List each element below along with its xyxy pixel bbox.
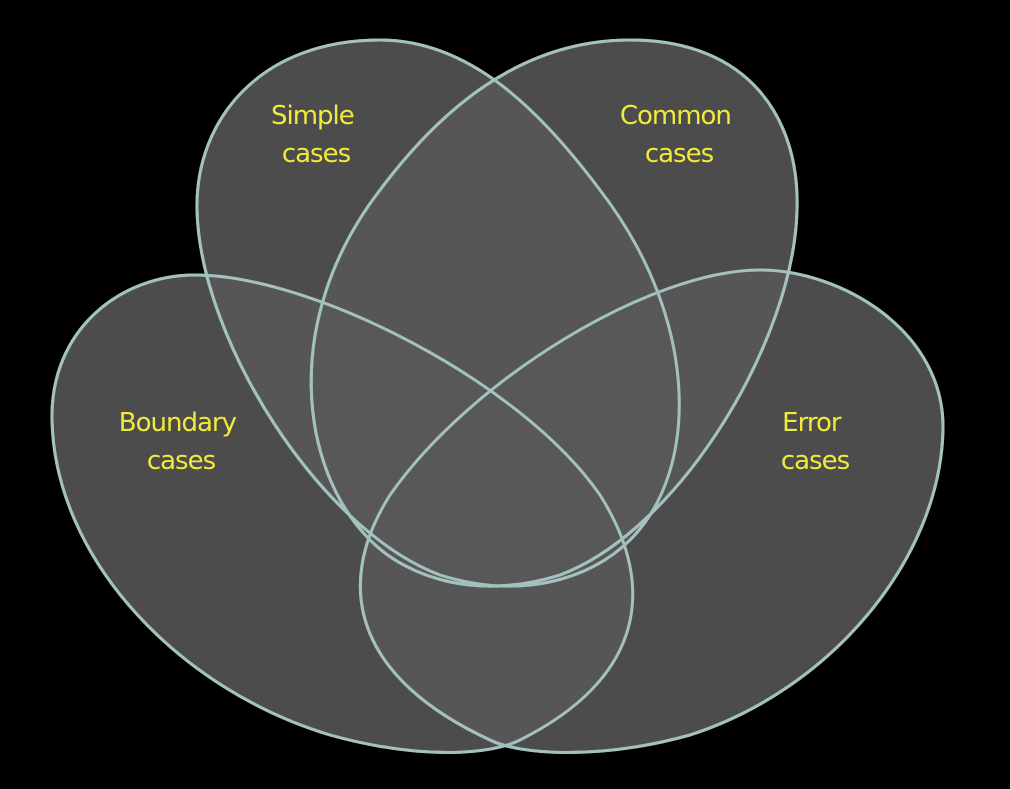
common-cases-label: Common cases [620, 101, 738, 169]
simple-label-line2: cases [282, 139, 351, 169]
boundary-label-line2: cases [147, 446, 216, 476]
common-label-line2: cases [645, 139, 714, 169]
simple-cases-label: Simple cases [271, 101, 361, 169]
common-outline [309, 38, 799, 588]
simple-outline [195, 38, 681, 588]
set-outlines [50, 38, 945, 754]
error-cases-label: Error cases [781, 408, 850, 476]
common-label-line1: Common [620, 101, 731, 131]
error-outline [358, 268, 945, 754]
simple-label-line1: Simple [271, 101, 354, 131]
boundary-cases-label: Boundary cases [119, 408, 243, 476]
error-label-line1: Error [782, 408, 842, 438]
error-label-line2: cases [781, 446, 850, 476]
boundary-label-line1: Boundary [119, 408, 237, 438]
boundary-outline [50, 273, 635, 754]
